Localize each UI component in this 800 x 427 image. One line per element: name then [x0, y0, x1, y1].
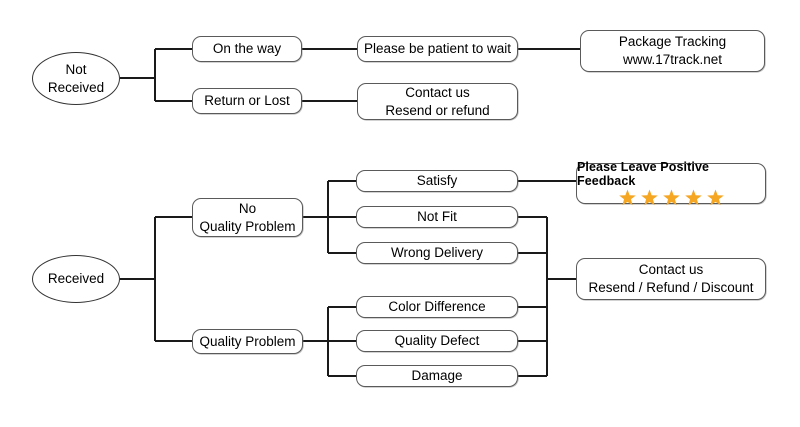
node-color-difference-label: Color Difference — [388, 299, 486, 315]
node-return-or-lost-label: Return or Lost — [204, 93, 290, 109]
node-contact-resend-refund[interactable]: Contact us Resend or refund — [357, 83, 518, 120]
node-contact-resend-refund-line2: Resend or refund — [385, 102, 490, 118]
node-return-or-lost[interactable]: Return or Lost — [192, 88, 302, 114]
node-satisfy-label: Satisfy — [416, 173, 458, 189]
node-on-the-way-label: On the way — [212, 41, 282, 57]
node-satisfy[interactable]: Satisfy — [356, 170, 518, 192]
node-positive-feedback[interactable]: Please Leave Positive Feedback — [576, 159, 766, 205]
node-package-tracking[interactable]: Package Tracking www.17track.net — [580, 30, 765, 72]
node-quality-problem[interactable]: Quality Problem — [192, 329, 303, 354]
node-on-the-way[interactable]: On the way — [192, 36, 302, 62]
node-not-received-line2: Received — [47, 79, 105, 95]
node-quality-defect[interactable]: Quality Defect — [356, 330, 518, 352]
node-contact-discount-line2: Resend / Refund / Discount — [588, 280, 754, 295]
star-icon[interactable] — [684, 188, 703, 208]
star-rating[interactable] — [618, 188, 725, 208]
node-not-fit[interactable]: Not Fit — [356, 206, 518, 228]
positive-feedback-title: Please Leave Positive Feedback — [577, 159, 710, 188]
node-color-difference[interactable]: Color Difference — [356, 296, 518, 318]
star-icon[interactable] — [706, 188, 725, 208]
node-package-tracking-line2: www.17track.net — [622, 52, 723, 67]
node-contact-resend-refund-line1: Contact us — [405, 84, 470, 100]
node-please-be-patient-label: Please be patient to wait — [363, 41, 512, 57]
node-package-tracking-line1: Package Tracking — [618, 34, 727, 50]
star-icon[interactable] — [640, 188, 659, 208]
node-damage-label: Damage — [411, 368, 463, 384]
node-damage[interactable]: Damage — [356, 365, 518, 387]
node-no-quality-problem-line1: No — [238, 200, 257, 216]
node-contact-resend-refund-discount[interactable]: Contact us Resend / Refund / Discount — [576, 258, 766, 300]
star-icon[interactable] — [662, 188, 681, 208]
node-quality-defect-label: Quality Defect — [394, 333, 480, 349]
node-no-quality-problem[interactable]: No Quality Problem — [192, 198, 303, 237]
node-contact-discount-line1: Contact us — [638, 262, 704, 278]
node-not-received[interactable]: Not Received — [32, 52, 120, 105]
node-not-fit-label: Not Fit — [417, 209, 457, 225]
node-not-received-line1: Not — [65, 61, 87, 77]
node-wrong-delivery-label: Wrong Delivery — [390, 245, 484, 261]
node-received[interactable]: Received — [32, 255, 120, 303]
node-wrong-delivery[interactable]: Wrong Delivery — [356, 242, 518, 264]
node-no-quality-problem-line2: Quality Problem — [199, 218, 296, 234]
node-please-be-patient[interactable]: Please be patient to wait — [357, 36, 518, 62]
node-received-label: Received — [47, 271, 105, 287]
node-quality-problem-label: Quality Problem — [199, 333, 296, 349]
star-icon[interactable] — [618, 188, 637, 208]
